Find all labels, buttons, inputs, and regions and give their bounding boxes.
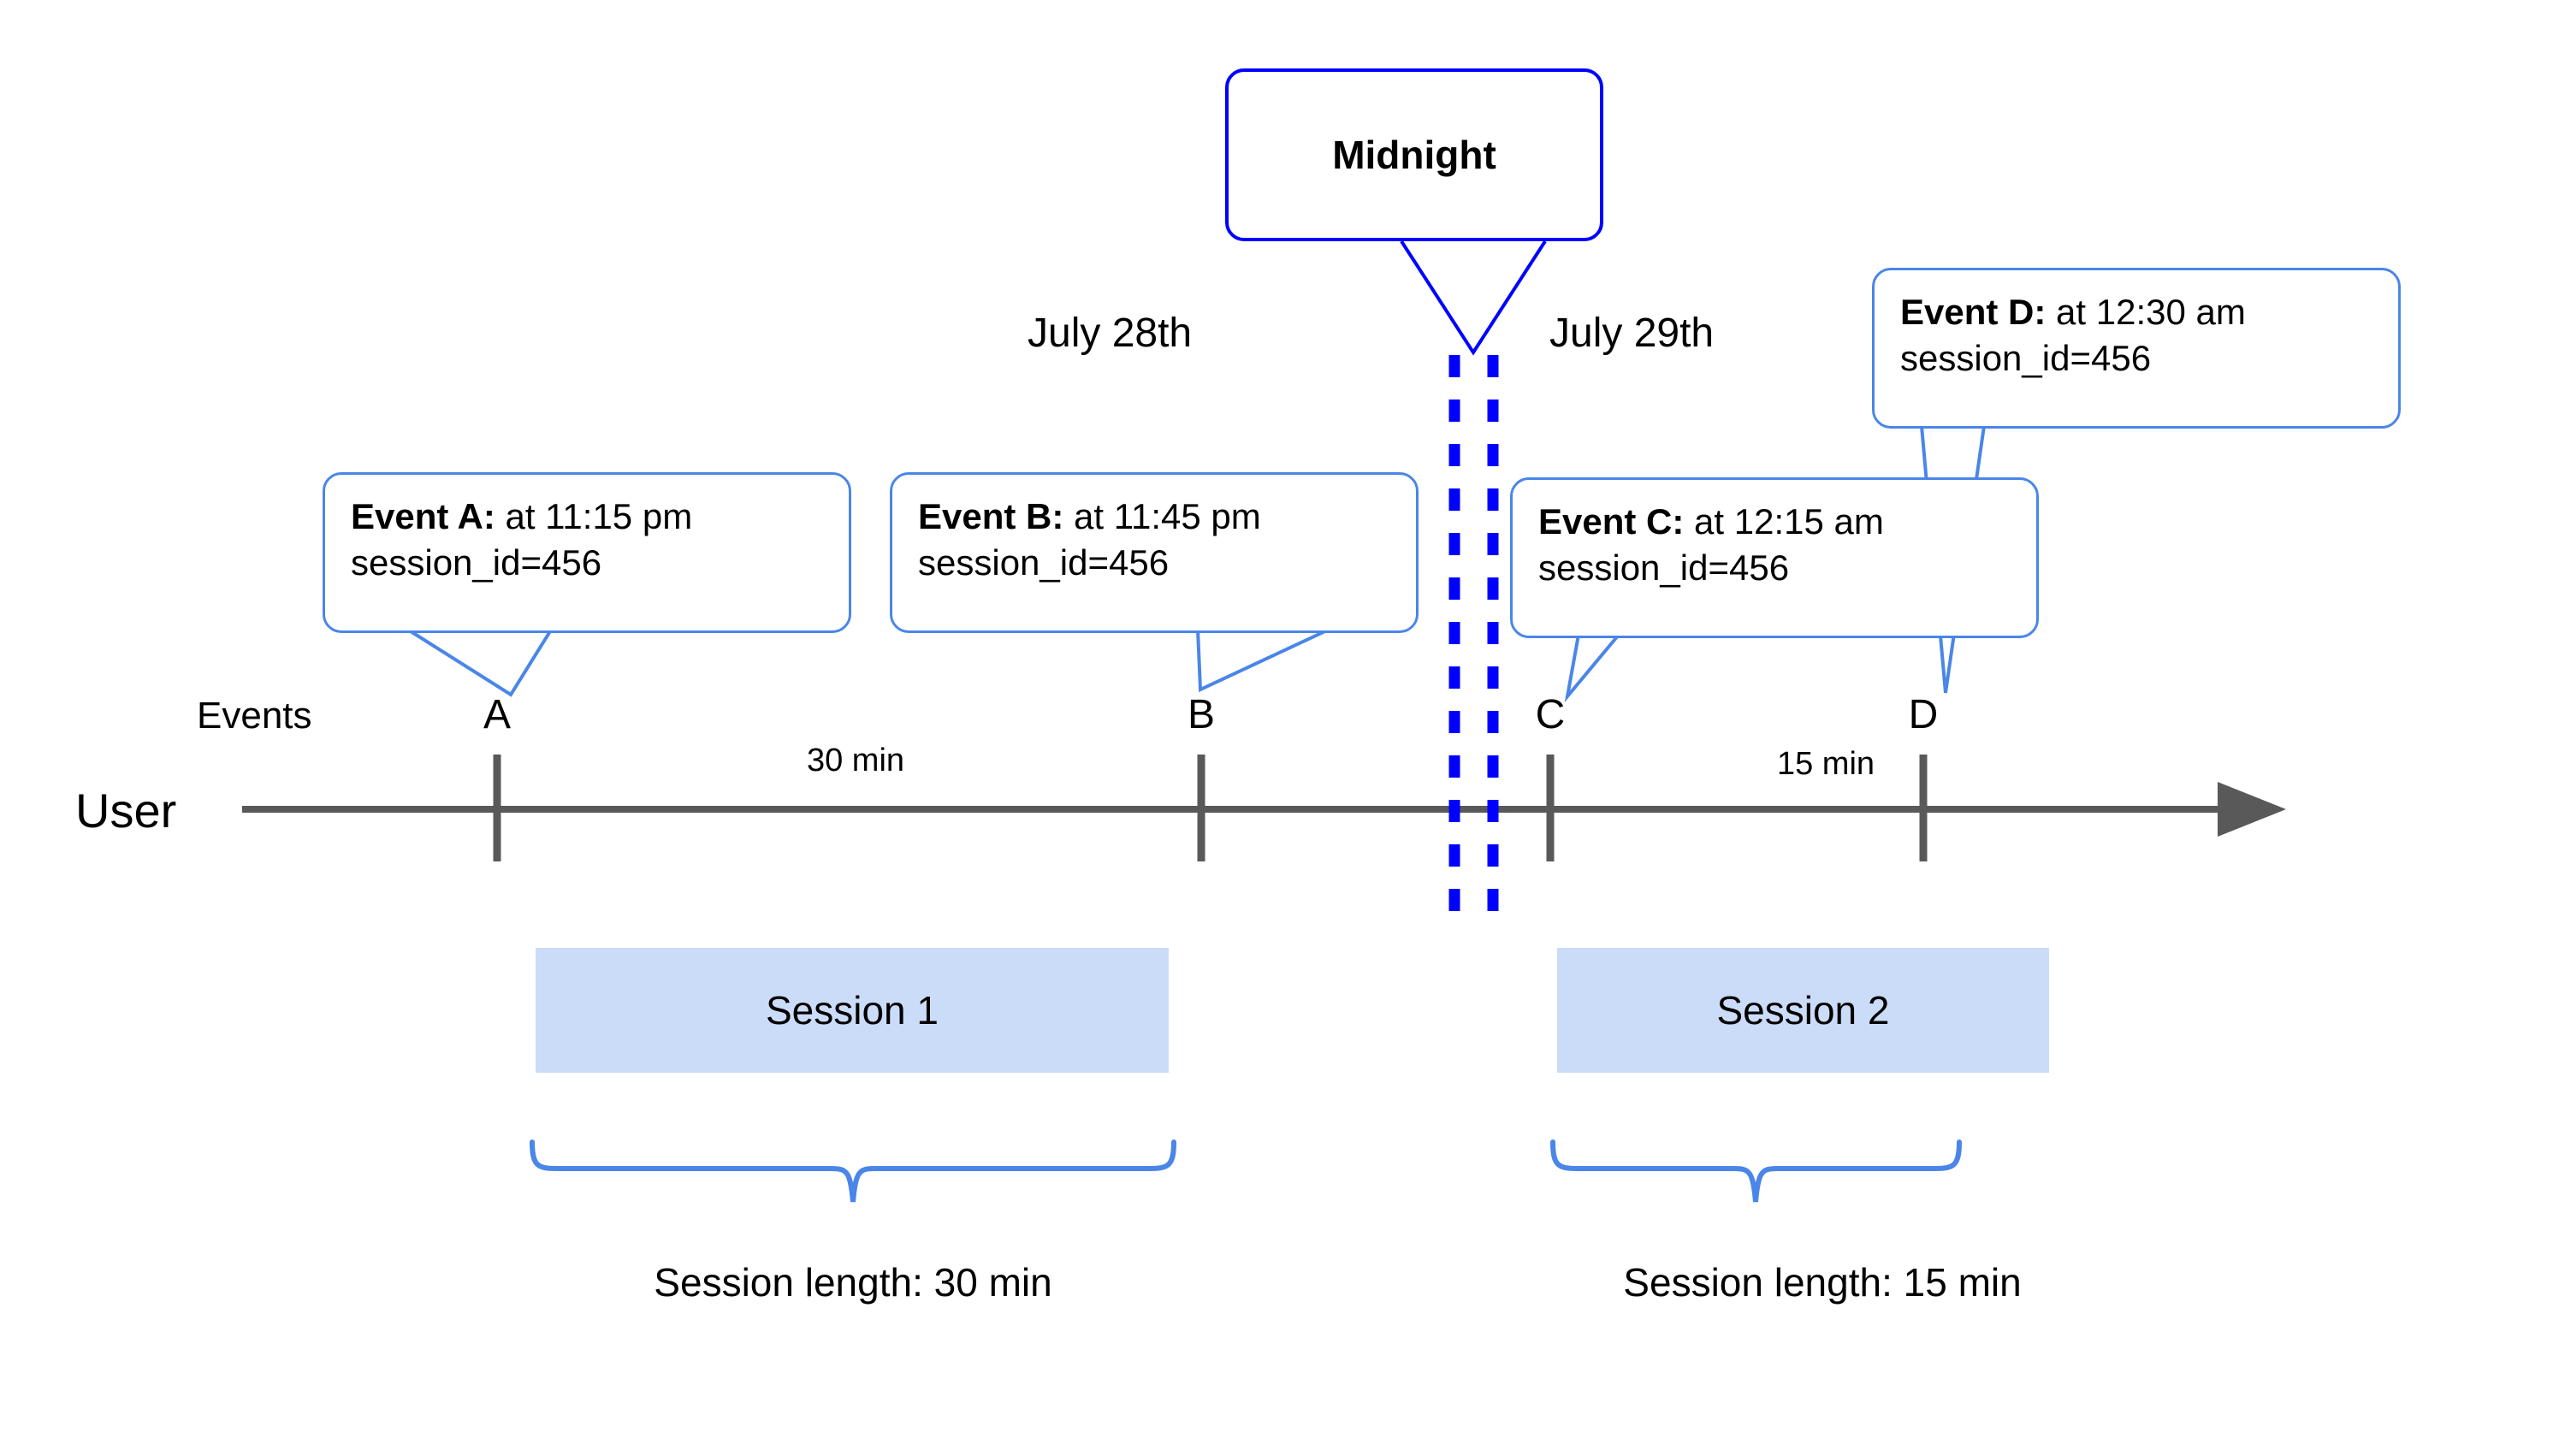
session-2-length-label: Session length: 15 min xyxy=(1623,1259,2021,1305)
duration-label-30min-text: 30 min xyxy=(806,743,905,778)
callout-event-C-line2: session_id=456 xyxy=(1538,547,1790,588)
axis-events-label-text: Events xyxy=(197,695,312,737)
callout-event-A-time: at 11:15 pm xyxy=(495,496,693,536)
callout-event-C-line1: Event C: at 12:15 am xyxy=(1538,499,2014,545)
callout-event-B-time: at 11:45 pm xyxy=(1063,496,1261,536)
callout-event-A[interactable]: Event A: at 11:15 pm session_id=456 xyxy=(323,472,851,633)
session-2-label: Session 2 xyxy=(1716,988,1890,1033)
callout-event-D-title: Event D: xyxy=(1900,292,2047,332)
callout-event-D-time: at 12:30 am xyxy=(2046,292,2246,332)
callout-event-B[interactable]: Event B: at 11:45 pm session_id=456 xyxy=(890,472,1419,633)
callout-midnight[interactable]: Midnight xyxy=(1225,68,1603,241)
session-2-length-text: Session length: 15 min xyxy=(1623,1260,2022,1305)
event-mark-D-text: D xyxy=(1908,692,1939,737)
session-1-length-text: Session length: 30 min xyxy=(654,1260,1052,1305)
duration-label-30min: 30 min xyxy=(807,743,904,779)
callout-event-D-line2: session_id=456 xyxy=(1900,337,2152,378)
event-mark-C-text: C xyxy=(1535,692,1566,737)
callout-midnight-label: Midnight xyxy=(1332,132,1496,177)
midnight-callout-tail xyxy=(1400,240,1547,356)
callout-event-A-line2: session_id=456 xyxy=(351,542,602,583)
session-2-box[interactable]: Session 2 xyxy=(1557,948,2049,1073)
event-mark-A-text: A xyxy=(483,692,512,737)
date-label-july-29-text: July 29th xyxy=(1549,311,1715,356)
event-mark-D: D xyxy=(1909,691,1939,738)
session-1-box[interactable]: Session 1 xyxy=(536,948,1169,1073)
session-2-brace xyxy=(1550,1139,1962,1203)
callout-event-A-line1: Event A: at 11:15 pm xyxy=(351,494,826,540)
callout-event-B-line1: Event B: at 11:45 pm xyxy=(918,494,1394,540)
callout-event-B-title: Event B: xyxy=(918,496,1064,536)
callout-event-D[interactable]: Event D: at 12:30 am session_id=456 xyxy=(1872,268,2401,429)
callout-event-C[interactable]: Event C: at 12:15 am session_id=456 xyxy=(1510,477,2039,638)
session-1-length-label: Session length: 30 min xyxy=(654,1259,1051,1305)
axis-row-label-user: User xyxy=(75,783,176,838)
session-1-brace xyxy=(530,1139,1176,1203)
session-1-label: Session 1 xyxy=(765,988,939,1033)
date-label-july-28: July 28th xyxy=(1028,310,1192,357)
callout-event-C-title: Event C: xyxy=(1538,501,1685,542)
date-label-july-28-text: July 28th xyxy=(1028,311,1193,356)
duration-label-15min-text: 15 min xyxy=(1776,746,1875,782)
callout-event-A-title: Event A: xyxy=(351,496,495,536)
callout-event-C-time: at 12:15 am xyxy=(1684,501,1884,542)
event-mark-A: A xyxy=(483,691,511,738)
date-label-july-29: July 29th xyxy=(1549,310,1714,357)
event-mark-B-text: B xyxy=(1187,692,1216,737)
duration-label-15min: 15 min xyxy=(1777,746,1875,783)
callout-tail-B xyxy=(1196,628,1330,693)
axis-events-label: Events xyxy=(197,695,312,737)
callout-tail-C xyxy=(1564,633,1620,703)
event-mark-C: C xyxy=(1536,691,1566,738)
callout-event-D-line1: Event D: at 12:30 am xyxy=(1900,289,2376,335)
event-mark-B: B xyxy=(1188,691,1215,738)
axis-row-label-user-text: User xyxy=(75,784,177,837)
callout-event-B-line2: session_id=456 xyxy=(918,542,1170,583)
callout-tail-A xyxy=(409,630,552,697)
